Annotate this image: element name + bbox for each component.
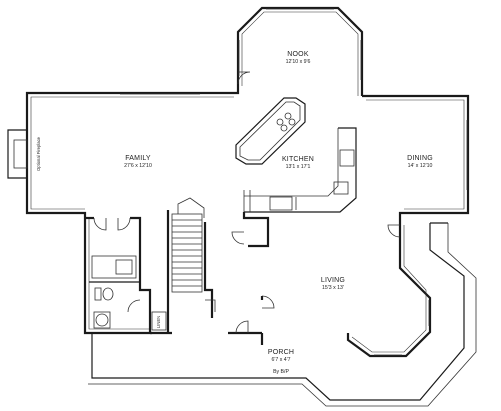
linen-label: LINEN [156, 316, 161, 328]
credit-label: By B/P [273, 369, 289, 375]
fireplace-label: Optional Fireplace [36, 136, 41, 171]
front-entry [228, 295, 275, 335]
room-name-dining: DINING [407, 155, 433, 162]
fireplace: Optional Fireplace [7, 129, 41, 179]
living-walls [346, 224, 432, 358]
kitchen-island [235, 97, 306, 165]
room-name-nook: NOOK [287, 51, 309, 58]
bath-wing [85, 216, 167, 333]
pantry [231, 212, 270, 248]
room-dims-nook: 12'10 x 9'6 [286, 59, 311, 65]
exterior-walls [25, 86, 470, 345]
nook-walls [236, 6, 364, 96]
kitchen-counter [243, 127, 357, 213]
room-name-kitchen: KITCHEN [282, 156, 314, 163]
room-dims-kitchen: 13'1 x 17'1 [286, 164, 311, 170]
room-name-porch: PORCH [268, 349, 294, 356]
room-dims-family: 27'6 x 12'10 [124, 163, 152, 169]
stair [166, 197, 216, 333]
room-name-family: FAMILY [125, 155, 151, 162]
room-dims-dining: 14' x 12'10 [408, 163, 433, 169]
room-dims-living: 15'3 x 13' [322, 285, 344, 291]
porch-outline [88, 222, 477, 407]
room-name-living: LIVING [321, 277, 345, 284]
room-dims-porch: 6'7 x 4'7 [272, 357, 291, 363]
room-labels: NOOK 12'10 x 9'6 FAMILY 27'6 x 12'10 KIT… [124, 51, 433, 375]
